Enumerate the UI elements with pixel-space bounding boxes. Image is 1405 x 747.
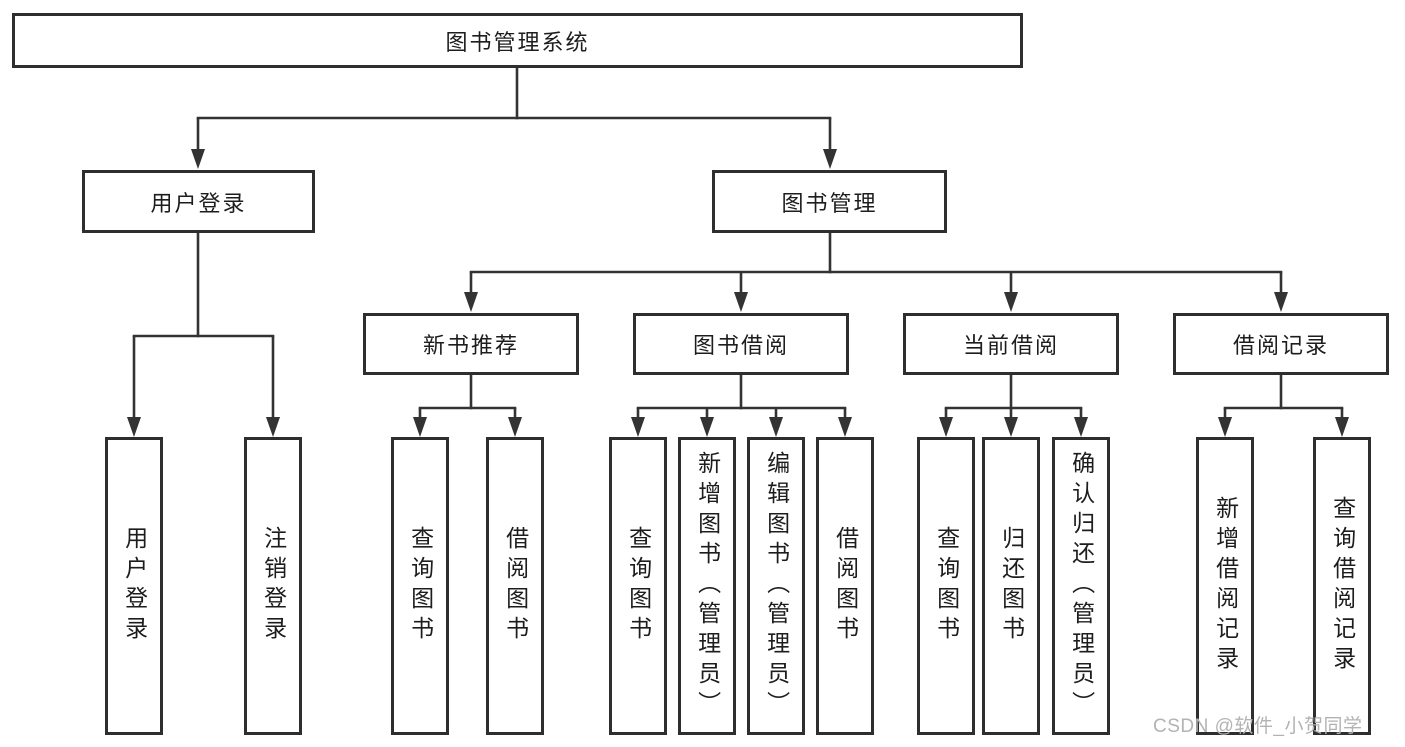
leaf-label: 借阅图书 xyxy=(832,526,859,646)
leaf-label: 确认归还（管理员） xyxy=(1068,451,1095,721)
leaf-label: 查询借阅记录 xyxy=(1329,496,1356,676)
node-library-system: 图书管理系统 xyxy=(12,13,1023,68)
node-leaf-logout: 注销登录 xyxy=(244,437,302,735)
node-leaf-confirm-return-admin: 确认归还（管理员） xyxy=(1052,437,1110,735)
node-new-book-recommend: 新书推荐 xyxy=(363,313,579,375)
leaf-label: 归还图书 xyxy=(998,526,1025,646)
leaf-label: 借阅图书 xyxy=(502,526,529,646)
node-leaf-edit-book-admin: 编辑图书（管理员） xyxy=(747,437,805,735)
node-leaf-return-book: 归还图书 xyxy=(982,437,1040,735)
node-leaf-add-borrow-record: 新增借阅记录 xyxy=(1196,437,1254,735)
leaf-label: 查询图书 xyxy=(407,526,434,646)
csdn-watermark: CSDN @软件_小贺同学 xyxy=(1153,716,1363,737)
node-book-management: 图书管理 xyxy=(712,170,947,233)
node-borrow-records: 借阅记录 xyxy=(1173,313,1389,375)
node-leaf-query-books: 查询图书 xyxy=(609,437,667,735)
leaf-label: 用户登录 xyxy=(121,526,148,646)
leaf-label: 新增借阅记录 xyxy=(1212,496,1239,676)
node-current-borrow: 当前借阅 xyxy=(903,313,1119,375)
node-leaf-query-books: 查询图书 xyxy=(917,437,975,735)
node-leaf-borrow-books: 借阅图书 xyxy=(816,437,874,735)
node-book-borrow: 图书借阅 xyxy=(633,313,849,375)
node-leaf-borrow-books: 借阅图书 xyxy=(486,437,544,735)
node-leaf-user-login: 用户登录 xyxy=(105,437,163,735)
leaf-label: 注销登录 xyxy=(260,526,287,646)
leaf-label: 新增图书（管理员） xyxy=(694,451,721,721)
node-leaf-add-book-admin: 新增图书（管理员） xyxy=(678,437,736,735)
node-leaf-query-books: 查询图书 xyxy=(391,437,449,735)
node-user-login: 用户登录 xyxy=(82,170,315,233)
leaf-label: 编辑图书（管理员） xyxy=(763,451,790,721)
leaf-label: 查询图书 xyxy=(625,526,652,646)
leaf-label: 查询图书 xyxy=(933,526,960,646)
node-leaf-query-borrow-record: 查询借阅记录 xyxy=(1313,437,1371,735)
